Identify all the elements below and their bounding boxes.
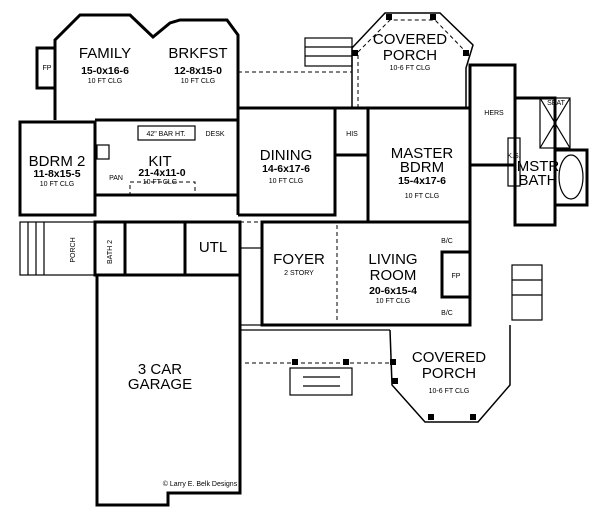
bar-label: 42" BAR HT. <box>146 131 185 138</box>
brkfst-name: BRKFST <box>168 45 227 62</box>
porch-top-steps <box>304 37 353 67</box>
right-steps <box>511 264 543 321</box>
living-name1: LIVING <box>368 251 417 268</box>
dining-ceiling: 10 FT CLG <box>269 178 304 185</box>
porch-bottom-ceiling: 10-6 FT CLG <box>429 388 470 395</box>
kit-dims: 21-4x11-0 <box>138 167 185 179</box>
family-name: FAMILY <box>79 45 131 62</box>
fireplace-family <box>35 46 57 90</box>
copyright: © Larry E. Belk Designs <box>163 480 238 488</box>
porch-bottom-name1: COVERED <box>412 349 486 366</box>
kit-ceiling: 10 FT CLG <box>143 179 178 186</box>
bdrm2-walls <box>18 120 97 217</box>
dining-walls <box>238 106 337 217</box>
dining-dims: 14-6x17-6 <box>262 163 310 175</box>
master-dims: 15-4x17-6 <box>398 175 446 187</box>
kitchen-counter <box>129 181 196 195</box>
bar-counter <box>137 125 196 141</box>
desk-label: DESK <box>205 131 224 138</box>
fp-living-label: FP <box>452 273 461 280</box>
his-closet <box>333 106 370 157</box>
bdrm2-name: BDRM 2 <box>29 153 86 170</box>
his-label: HIS <box>346 131 358 138</box>
bdrm2-ceiling: 10 FT CLG <box>40 181 75 188</box>
tub <box>558 154 584 200</box>
family-brkfst-walls <box>53 13 240 215</box>
porch-bottom <box>389 325 511 423</box>
garage-walls <box>95 275 242 507</box>
hers-label: HERS <box>484 110 504 117</box>
bdrm2-dims: 11-8x15-5 <box>33 168 80 180</box>
seat-label: SEAT <box>547 100 565 107</box>
garage-name2: GARAGE <box>128 376 192 393</box>
master-name2: BDRM <box>400 159 444 176</box>
garage-name1: 3 CAR <box>138 361 182 378</box>
foyer-name: FOYER <box>273 251 325 268</box>
living-ceiling: 10 FT CLG <box>376 298 411 305</box>
porch-bottom-name2: PORCH <box>422 365 476 382</box>
side-porch-label: PORCH <box>70 237 77 262</box>
shower <box>539 97 571 149</box>
bc-label-top: B/C <box>441 238 453 245</box>
fp-label: FP <box>43 65 52 72</box>
porch-top-name1: COVERED <box>373 31 447 48</box>
mstr-bath-name2: BATH <box>519 172 558 189</box>
master-name1: MASTER <box>391 145 454 162</box>
front-steps <box>289 367 353 396</box>
porch-top-name2: PORCH <box>383 47 437 64</box>
ks-label: K.S. <box>507 153 520 160</box>
kit-name: KIT <box>148 153 171 170</box>
utl-label: UTL <box>199 239 227 256</box>
fireplace-living <box>440 250 472 299</box>
living-name2: ROOM <box>370 267 417 284</box>
pan-label: PAN <box>109 175 123 182</box>
brkfst-ceiling: 10 FT CLG <box>181 78 216 85</box>
side-porch <box>19 221 96 276</box>
family-ceiling: 10 FT CLG <box>88 78 123 85</box>
foyer-note: 2 STORY <box>284 270 314 277</box>
ks-box <box>507 137 521 187</box>
stairs <box>239 247 263 326</box>
master-ceiling: 10 FT CLG <box>405 193 440 200</box>
tub-alcove <box>553 148 589 207</box>
bc-label-bottom: B/C <box>441 310 453 317</box>
pantry-box <box>96 144 110 160</box>
mstr-bath-name1: MSTR <box>517 158 560 175</box>
porch-top-ceiling: 10-6 FT CLG <box>390 65 431 72</box>
family-dims: 15-0x16-6 <box>81 65 129 77</box>
dining-name: DINING <box>260 147 313 164</box>
living-dims: 20-6x15-4 <box>369 285 417 297</box>
bath2-label: BATH 2 <box>107 240 114 264</box>
brkfst-dims: 12-8x15-0 <box>174 65 222 77</box>
